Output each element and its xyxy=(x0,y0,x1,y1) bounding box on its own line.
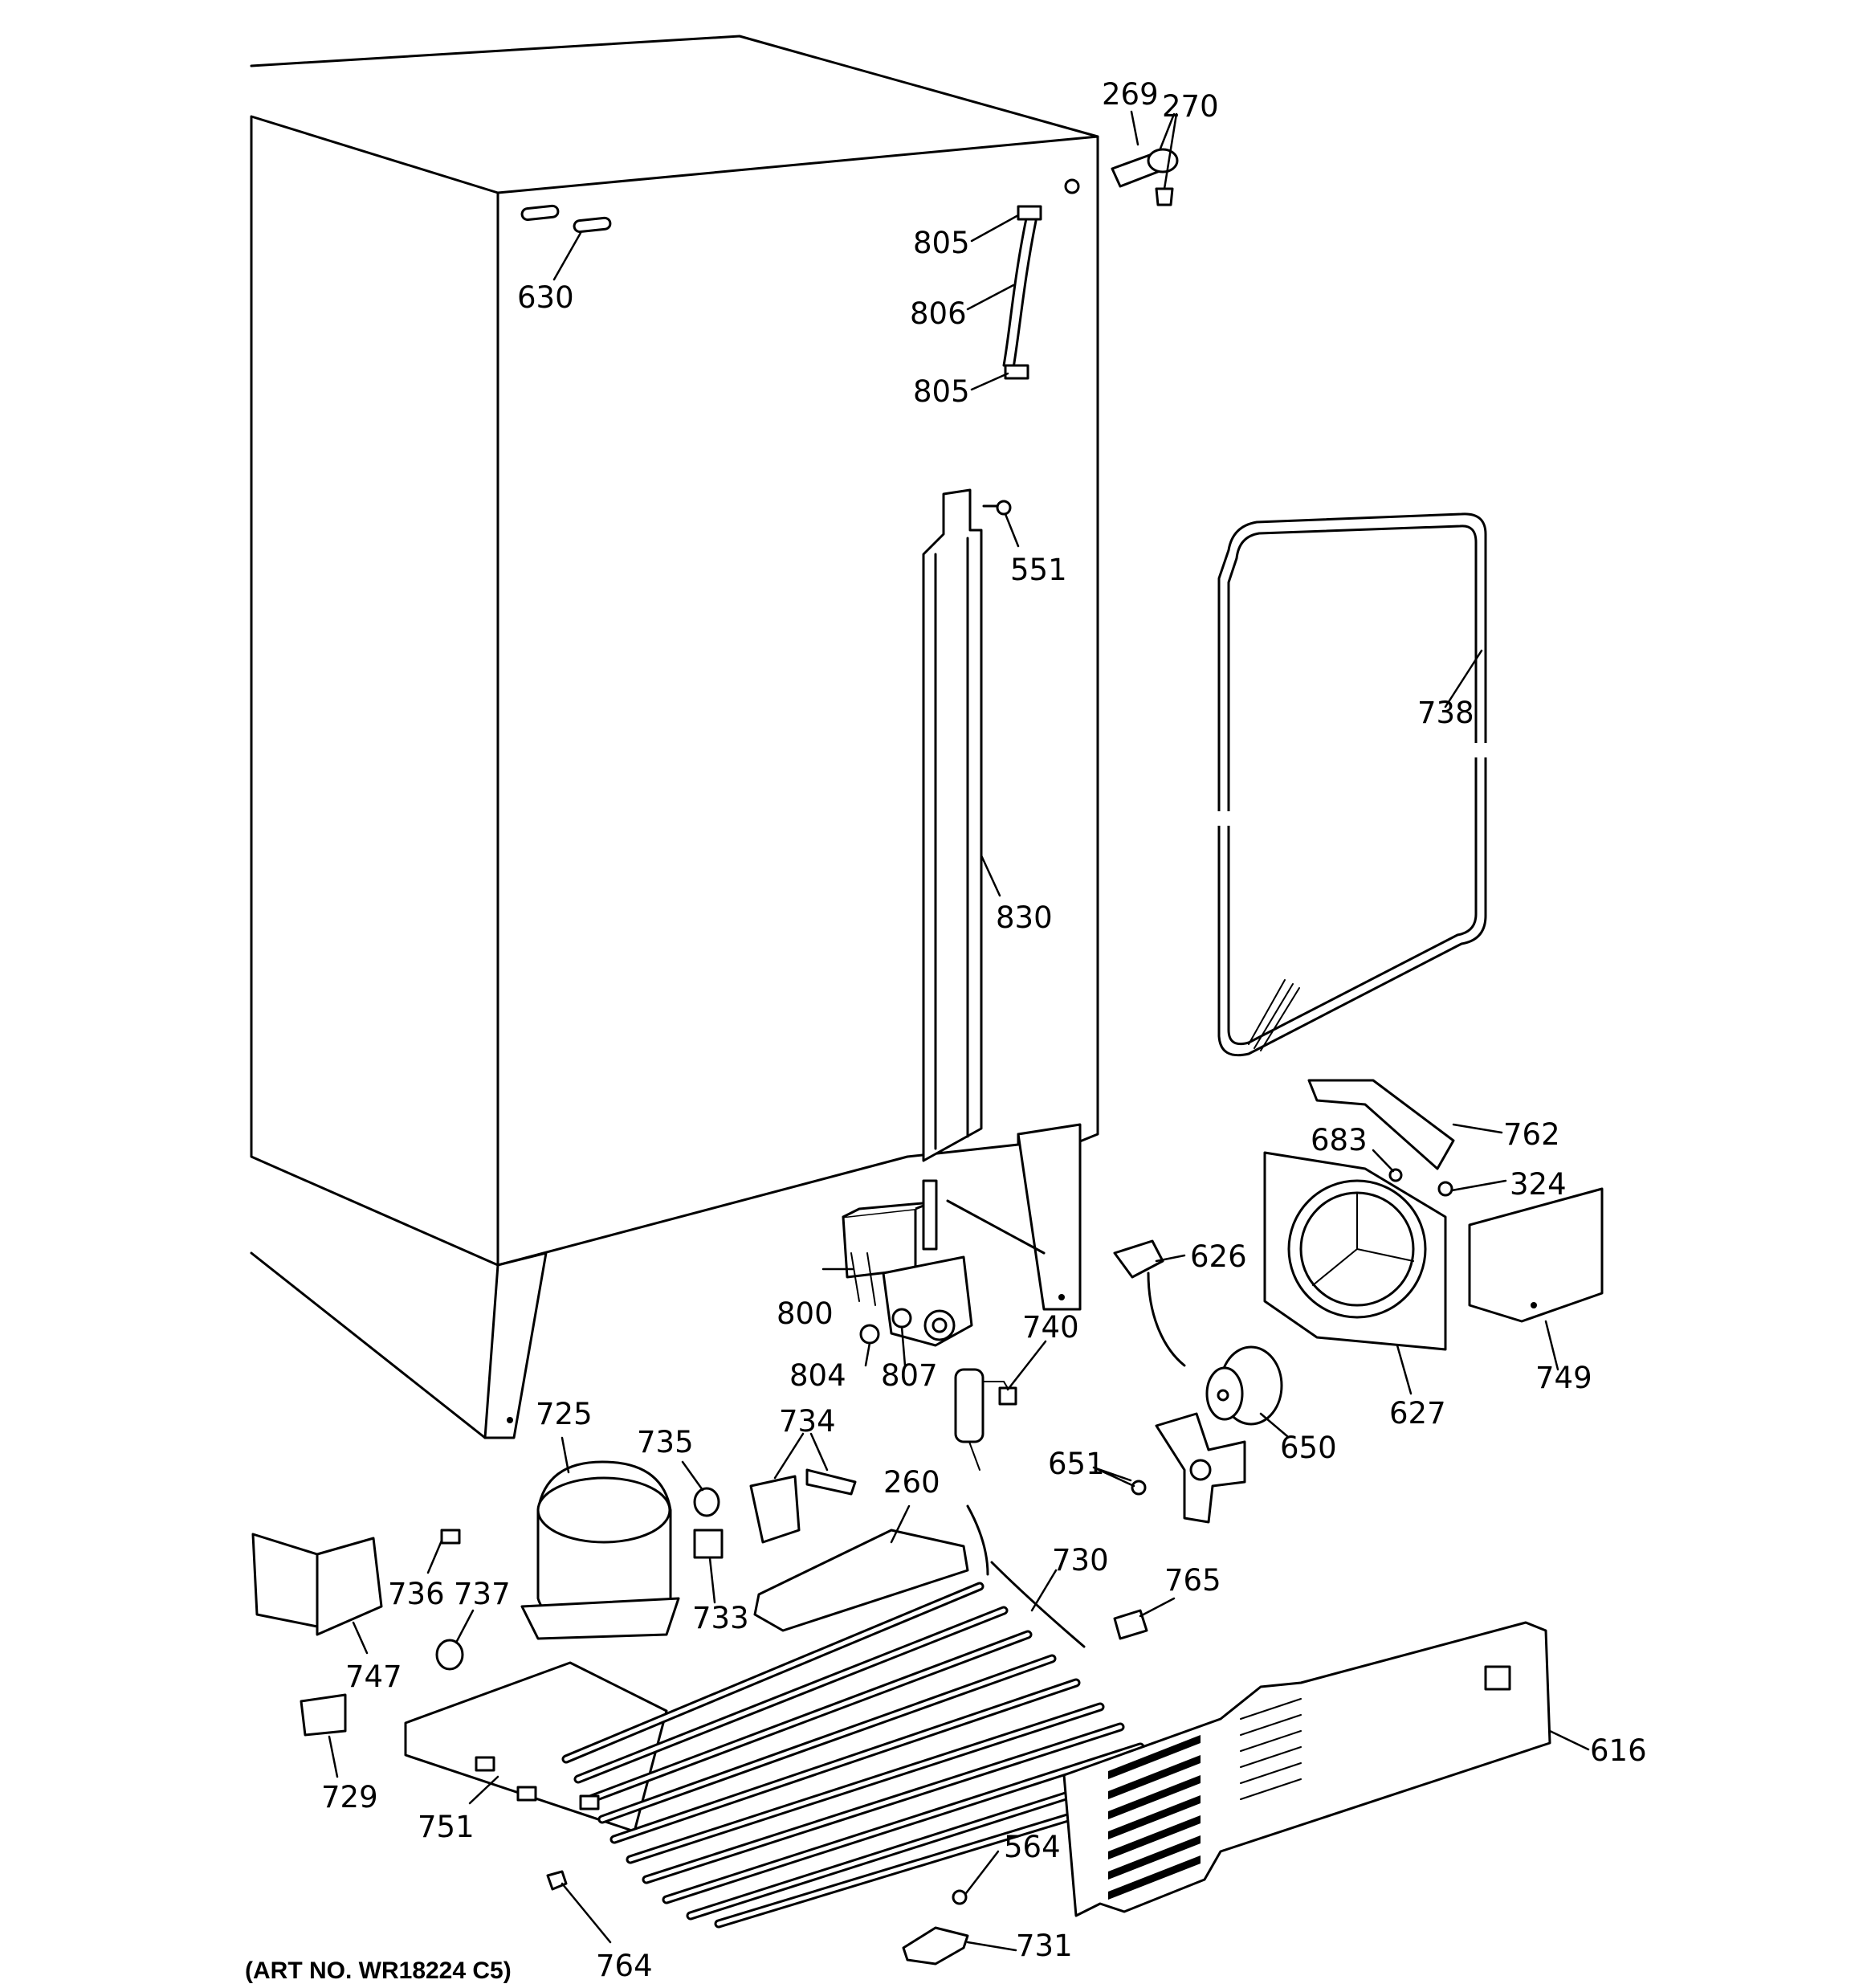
label-270: 270 xyxy=(1162,89,1219,124)
label-807: 807 xyxy=(881,1358,938,1393)
label-751: 751 xyxy=(418,1810,475,1844)
label-725: 725 xyxy=(536,1397,593,1431)
label-626: 626 xyxy=(1190,1239,1247,1274)
part-740 xyxy=(954,1368,1017,1471)
fan-blade-651 xyxy=(1131,1412,1246,1524)
refrigerator-cabinet xyxy=(250,35,1099,1439)
grommet-737 xyxy=(435,1639,464,1671)
label-805-top: 805 xyxy=(913,226,970,260)
label-324: 324 xyxy=(1510,1167,1567,1202)
nut-807 xyxy=(891,1308,912,1329)
label-260: 260 xyxy=(883,1465,940,1500)
label-830: 830 xyxy=(996,900,1053,935)
fan-shroud-627 xyxy=(1263,1151,1447,1351)
label-733: 733 xyxy=(692,1601,749,1635)
bracket-747 xyxy=(251,1533,383,1636)
label-737: 737 xyxy=(454,1577,511,1611)
label-729: 729 xyxy=(321,1780,378,1815)
channel-830 xyxy=(922,488,983,1162)
label-747: 747 xyxy=(345,1659,402,1694)
clip-765 xyxy=(1113,1609,1148,1640)
label-683: 683 xyxy=(1311,1123,1368,1157)
gasket-738 xyxy=(1217,512,1498,1057)
label-805-bottom: 805 xyxy=(913,374,970,409)
nut-804 xyxy=(859,1324,880,1345)
part-733 xyxy=(693,1529,724,1559)
label-630: 630 xyxy=(517,280,574,315)
art-number: (ART NO. WR18224 C5) xyxy=(245,1957,512,1984)
label-734: 734 xyxy=(779,1404,836,1439)
relay-734 xyxy=(749,1468,857,1544)
label-551: 551 xyxy=(1010,553,1067,587)
label-740: 740 xyxy=(1022,1310,1079,1345)
screw-564 xyxy=(952,1889,968,1905)
compressor-725 xyxy=(520,1460,680,1640)
part-324 xyxy=(1437,1181,1453,1197)
label-616: 616 xyxy=(1590,1733,1647,1768)
label-738: 738 xyxy=(1417,696,1474,730)
label-800: 800 xyxy=(777,1296,834,1331)
label-269: 269 xyxy=(1102,77,1159,112)
screw-551 xyxy=(982,500,1012,516)
label-736: 736 xyxy=(388,1577,445,1611)
slot-751-a xyxy=(475,1756,495,1772)
label-806: 806 xyxy=(910,296,967,331)
label-651: 651 xyxy=(1048,1447,1105,1481)
cover-749 xyxy=(1468,1187,1604,1323)
label-764: 764 xyxy=(596,1949,653,1983)
slot-751-c xyxy=(579,1794,600,1810)
label-735: 735 xyxy=(637,1425,694,1459)
label-564: 564 xyxy=(1004,1830,1061,1864)
clip-736 xyxy=(440,1529,461,1545)
leader-lines xyxy=(328,110,1590,1952)
part-735 xyxy=(693,1487,720,1517)
drain-tube-806 xyxy=(1002,205,1042,380)
label-730: 730 xyxy=(1052,1543,1109,1578)
slot-751-b xyxy=(516,1786,537,1802)
cord-626 xyxy=(1113,1239,1186,1367)
clip-731 xyxy=(902,1926,969,1966)
fan-motor-650 xyxy=(1205,1345,1283,1426)
label-650: 650 xyxy=(1280,1431,1337,1465)
label-731: 731 xyxy=(1016,1929,1073,1963)
label-765: 765 xyxy=(1164,1563,1221,1598)
part-labels: 269 270 805 806 805 630 551 738 830 762 … xyxy=(245,77,1647,1984)
part-729 xyxy=(300,1693,347,1737)
drain-pan-260 xyxy=(753,1529,969,1632)
label-627: 627 xyxy=(1389,1396,1446,1431)
grille-616 xyxy=(1062,1621,1551,1917)
part-269 xyxy=(1111,148,1179,206)
label-762: 762 xyxy=(1503,1117,1560,1152)
clip-764 xyxy=(546,1870,568,1891)
label-749: 749 xyxy=(1535,1361,1592,1395)
label-804: 804 xyxy=(789,1358,846,1393)
part-762 xyxy=(1307,1079,1455,1170)
screw-683 xyxy=(1388,1168,1403,1182)
